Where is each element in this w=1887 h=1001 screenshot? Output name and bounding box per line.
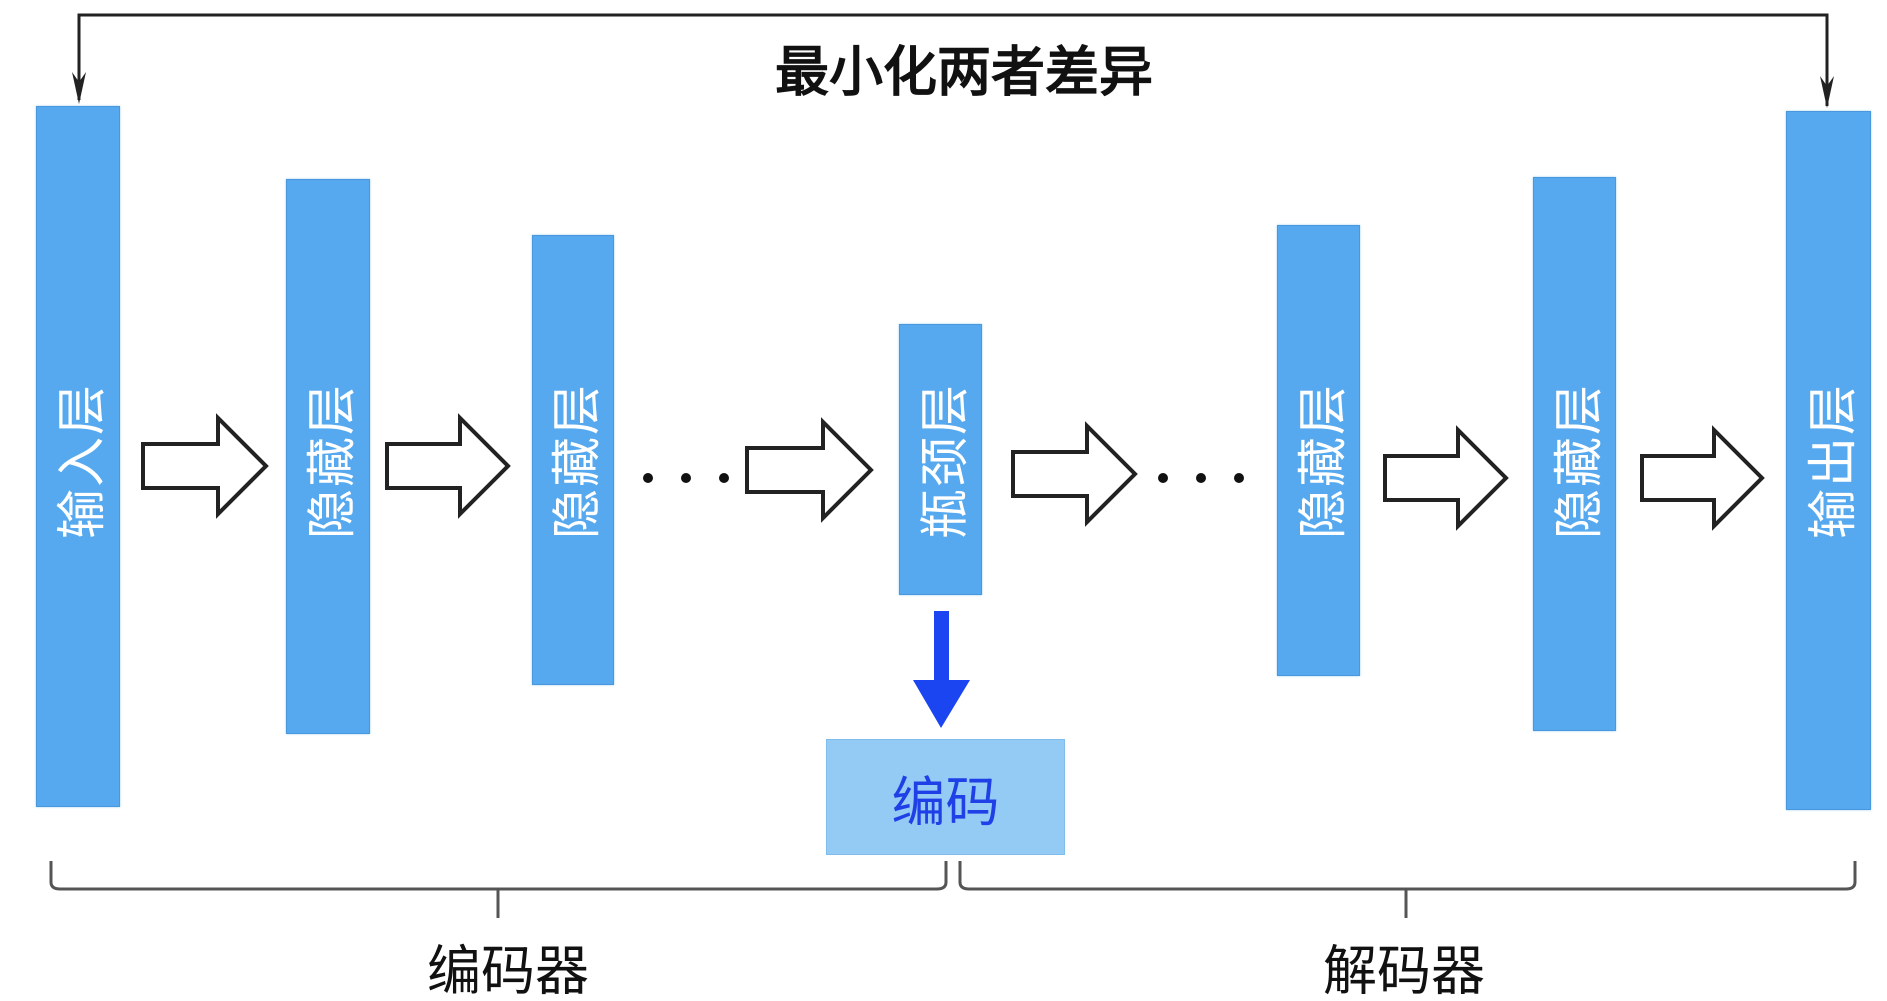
encoder-brace [49,861,948,918]
loop-arrowhead-right [1820,76,1834,108]
layer-label: 隐藏层 [303,383,361,539]
hollow-right-arrow-icon [141,413,269,519]
code-label: 编码 [891,770,1000,834]
decoder-brace [958,861,1857,918]
hidden-layer-3: 隐藏层 [1277,225,1360,676]
ellipsis-encoder [643,473,729,483]
output-layer: 输出层 [1786,111,1871,810]
input-layer: 输入层 [36,106,120,807]
ellipsis-decoder [1158,473,1244,483]
loop-arrowhead-left [72,72,86,104]
layer-label: 隐藏层 [1293,383,1352,539]
objective-title: 最小化两者差异 [775,39,1153,104]
code-box: 编码 [826,739,1065,855]
hidden-layer-2: 隐藏层 [532,235,614,685]
hidden-layer-4: 隐藏层 [1533,177,1616,731]
layer-label: 输出层 [1803,383,1862,539]
layer-label: 隐藏层 [548,383,606,539]
hollow-right-arrow-icon [1640,425,1765,531]
hidden-layer-1: 隐藏层 [286,179,370,734]
decoder-label: 解码器 [1323,939,1485,1001]
hollow-right-arrow-icon [745,417,874,523]
layer-label: 瓶颈层 [915,383,974,539]
layer-label: 输入层 [53,383,111,539]
hollow-right-arrow-icon [1011,421,1138,527]
hollow-right-arrow-icon [385,413,511,519]
encoder-label: 编码器 [427,939,589,1001]
feedback-loop-line [77,13,1829,106]
bottleneck-layer: 瓶颈层 [899,324,982,595]
down-arrow-icon [913,611,970,728]
hollow-right-arrow-icon [1383,425,1509,531]
layer-label: 隐藏层 [1549,383,1608,539]
